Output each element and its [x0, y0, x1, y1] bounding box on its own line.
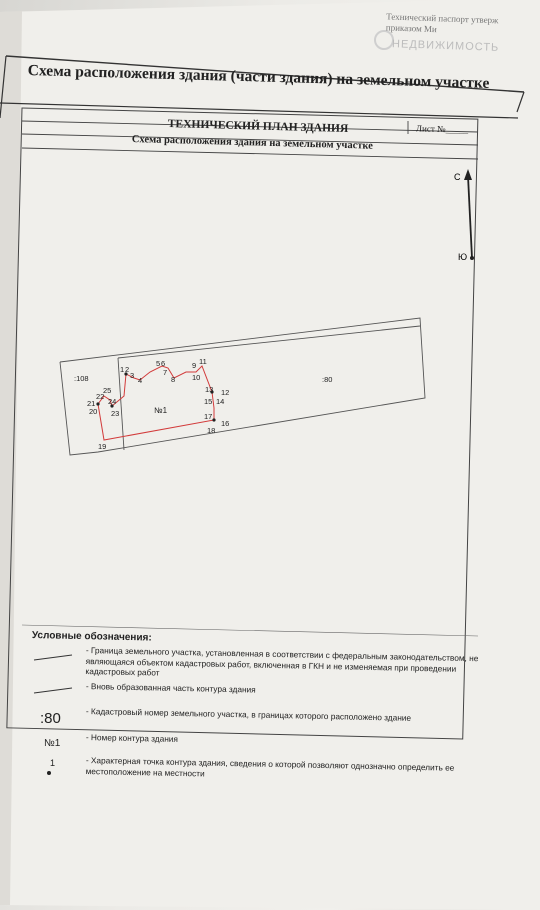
legend-symbol-building-no: №1 [44, 738, 61, 749]
point-label-14: 14 [216, 397, 224, 406]
compass-arrow-icon [464, 169, 472, 180]
parcel-boundaries [59, 317, 426, 456]
inner-line-2 [21, 133, 479, 146]
point-label-25: 25 [103, 386, 111, 395]
point-label-20: 20 [89, 407, 97, 416]
point-label-5: 5 [156, 359, 160, 368]
point-label-9: 9 [192, 361, 196, 370]
parcel-80-boundary-left [117, 357, 125, 451]
legend-symbol-cadastral: :80 [40, 710, 61, 727]
point-label-4: 4 [138, 376, 142, 385]
point-label-22: 22 [96, 392, 104, 401]
building-outline [97, 365, 215, 441]
compass-arrow-shaft [467, 175, 473, 259]
point-label-1: 1 [120, 365, 124, 374]
point-markers [96, 372, 216, 422]
legend-boundary-line-icon [33, 654, 73, 661]
parcel-108-boundary [59, 317, 426, 456]
point-label-3: 3 [130, 371, 134, 380]
legend-new-contour-line-icon [33, 687, 73, 694]
building-contour [97, 365, 215, 441]
parcel-80-boundary-top [117, 325, 421, 359]
point-label-23: 23 [111, 409, 119, 418]
point-label-15: 15 [204, 397, 212, 406]
compass-south-label: Ю [458, 252, 467, 262]
parcel-label-108: :108 [74, 374, 89, 383]
inner-line-3 [21, 147, 479, 160]
inner-frame [6, 107, 479, 740]
legend-separator [21, 624, 479, 637]
point-label-6: 6 [161, 359, 165, 368]
frame-line-under-title [0, 102, 519, 119]
point-23-marker [110, 404, 114, 408]
point-label-12: 12 [221, 388, 229, 397]
frame-line-left [0, 55, 7, 119]
point-label-21: 21 [87, 399, 95, 408]
parcel-label-80: :80 [322, 375, 332, 384]
point-label-2: 2 [125, 365, 129, 374]
legend-symbol-point: 1 [50, 758, 56, 768]
watermark-logo-icon [374, 30, 394, 50]
point-17-marker [212, 418, 216, 422]
point-label-24: 24 [108, 397, 116, 406]
point-label-17: 17 [204, 412, 212, 421]
point-label-8: 8 [171, 375, 175, 384]
compass: С Ю [454, 169, 474, 262]
building-number-label: №1 [154, 406, 168, 415]
frame-line-right [516, 91, 525, 113]
point-21-marker [96, 402, 100, 406]
inner-line-1 [21, 120, 479, 133]
point-13-marker [210, 390, 214, 394]
point-label-19: 19 [98, 442, 106, 451]
compass-north-label: С [454, 172, 461, 182]
paper-shadow [0, 11, 22, 905]
compass-south-point [470, 256, 474, 260]
point-label-16: 16 [221, 419, 229, 428]
point-label-13: 13 [205, 385, 213, 394]
frame-line-top [5, 55, 525, 93]
point-label-11: 11 [199, 357, 207, 366]
point-label-18: 18 [207, 426, 215, 435]
point-1-marker [124, 372, 128, 376]
point-label-10: 10 [192, 373, 200, 382]
legend-point-dot-icon [47, 771, 51, 775]
point-label-7: 7 [163, 368, 167, 377]
